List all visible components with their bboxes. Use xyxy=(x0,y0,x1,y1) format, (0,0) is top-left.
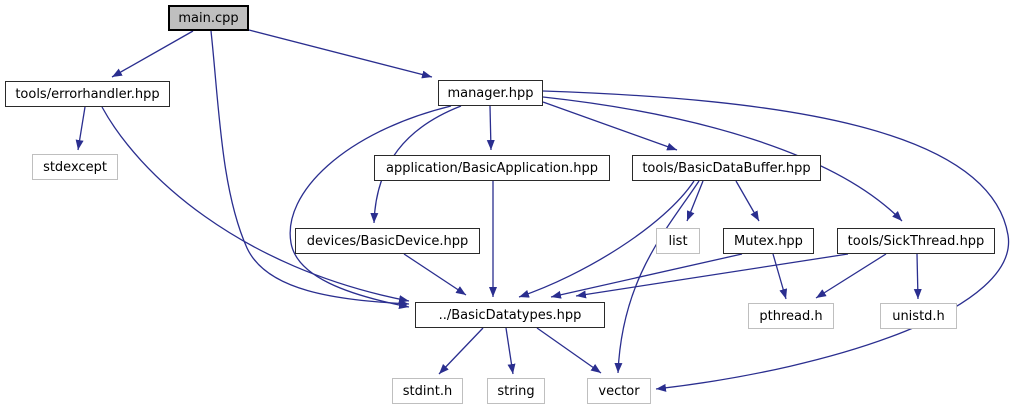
node-label-basicdatatypes: ../BasicDatatypes.hpp xyxy=(438,307,582,323)
edge-manager-to-basicdatatypes xyxy=(289,105,452,309)
edge-errorhandler-to-basicdatatypes xyxy=(101,106,410,304)
node-label-main-cpp: main.cpp xyxy=(178,10,239,26)
node-stdint: stdint.h xyxy=(392,378,463,404)
edge-basicdatabuffer-to-mutex xyxy=(735,180,760,222)
node-basicapplication[interactable]: application/BasicApplication.hpp xyxy=(374,155,610,181)
node-label-basicdevice: devices/BasicDevice.hpp xyxy=(306,233,469,249)
edge-sickthread-to-pthread xyxy=(815,253,887,299)
edge-basicdatatypes-to-string xyxy=(505,327,516,375)
node-label-sickthread: tools/SickThread.hpp xyxy=(847,233,985,249)
node-vector: vector xyxy=(587,378,651,404)
edge-manager-to-basicdevice xyxy=(370,105,462,224)
node-main-cpp: main.cpp xyxy=(168,5,249,31)
node-label-list: list xyxy=(668,233,688,249)
edge-mutex-to-basicdatatypes xyxy=(550,253,743,299)
node-label-basicdatabuffer: tools/BasicDataBuffer.hpp xyxy=(642,160,811,176)
edge-basicdevice-to-basicdatatypes xyxy=(403,253,467,296)
node-unistd: unistd.h xyxy=(880,303,957,329)
node-label-vector: vector xyxy=(598,383,640,399)
node-label-stdint: stdint.h xyxy=(402,383,453,399)
node-string: string xyxy=(487,378,545,404)
edge-mutex-to-pthread xyxy=(772,253,788,300)
edge-basicdatabuffer-to-list xyxy=(686,180,704,222)
node-label-stdexcept: stdexcept xyxy=(43,159,107,175)
edge-sickthread-to-basicdatatypes xyxy=(575,253,849,299)
node-stdexcept: stdexcept xyxy=(32,154,118,180)
node-pthread: pthread.h xyxy=(748,303,834,329)
node-label-unistd: unistd.h xyxy=(892,308,945,324)
node-label-errorhandler: tools/errorhandler.hpp xyxy=(15,86,160,102)
node-label-mutex: Mutex.hpp xyxy=(734,233,803,249)
edge-main-cpp-to-errorhandler xyxy=(111,30,194,78)
node-basicdatatypes[interactable]: ../BasicDatatypes.hpp xyxy=(415,302,605,328)
node-basicdatabuffer[interactable]: tools/BasicDataBuffer.hpp xyxy=(632,155,821,181)
node-label-manager: manager.hpp xyxy=(447,85,534,101)
edge-manager-to-basicapplication xyxy=(486,105,495,151)
node-mutex[interactable]: Mutex.hpp xyxy=(723,228,814,254)
edge-basicdatabuffer-to-vector xyxy=(614,180,700,374)
edge-manager-to-vector xyxy=(542,90,1010,392)
edge-main-cpp-to-manager xyxy=(248,29,433,79)
node-errorhandler[interactable]: tools/errorhandler.hpp xyxy=(5,81,170,107)
node-label-string: string xyxy=(497,383,535,399)
edge-basicdatabuffer-to-basicdatatypes xyxy=(518,180,695,298)
edge-manager-to-basicdatabuffer xyxy=(542,101,678,151)
edge-main-cpp-to-basicdatatypes xyxy=(210,30,410,308)
edge-basicdatatypes-to-stdint xyxy=(438,327,484,375)
edge-errorhandler-to-stdexcept xyxy=(75,106,86,151)
node-sickthread[interactable]: tools/SickThread.hpp xyxy=(837,228,995,254)
node-basicdevice[interactable]: devices/BasicDevice.hpp xyxy=(295,228,480,254)
edge-manager-to-sickthread xyxy=(542,96,903,222)
node-label-basicapplication: application/BasicApplication.hpp xyxy=(385,160,599,176)
edge-basicdatatypes-to-vector xyxy=(536,327,602,374)
edge-sickthread-to-unistd xyxy=(913,253,922,300)
node-manager[interactable]: manager.hpp xyxy=(438,80,543,106)
node-list: list xyxy=(656,228,700,254)
node-label-pthread: pthread.h xyxy=(759,308,823,324)
